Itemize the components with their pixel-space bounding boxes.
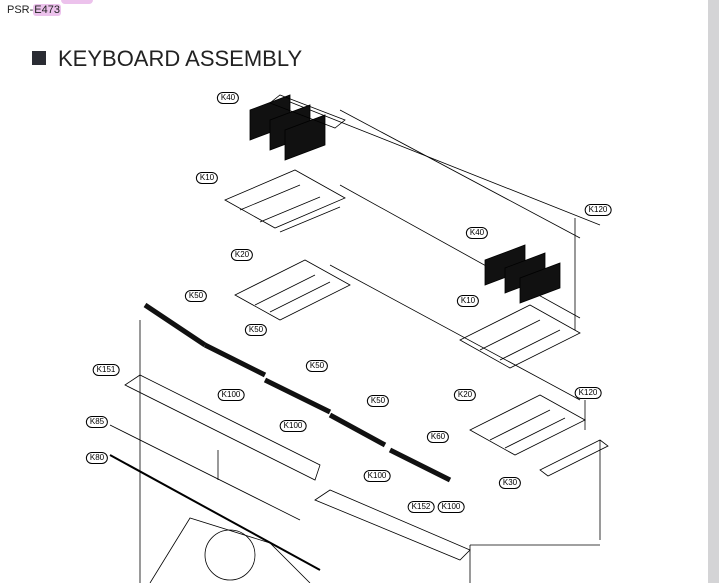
part-label: K30	[498, 477, 522, 489]
part-label: K10	[456, 295, 480, 307]
part-label: K100	[363, 470, 391, 482]
part-label: K40	[216, 92, 240, 104]
part-k50-strips	[143, 302, 452, 483]
part-label: K50	[366, 395, 390, 407]
part-k10-right	[459, 304, 581, 369]
part-label: K50	[305, 360, 329, 372]
part-label: K80	[85, 452, 109, 464]
page-title: KEYBOARD ASSEMBLY	[32, 46, 302, 72]
part-label: K100	[279, 420, 307, 432]
part-k40-top	[249, 94, 326, 161]
part-k20-right	[469, 394, 586, 456]
part-label: K60	[426, 431, 450, 443]
part-label: K40	[465, 227, 489, 239]
part-label: K100	[217, 389, 245, 401]
part-label: K20	[453, 389, 477, 401]
part-label: K50	[184, 290, 208, 302]
model-prefix: PSR-	[7, 4, 34, 16]
model-number: PSR-E473	[7, 4, 61, 16]
scrollbar-gutter	[708, 0, 719, 583]
part-k20-top	[234, 259, 351, 321]
part-k80	[109, 454, 321, 571]
part-k85	[109, 424, 301, 521]
part-label: K151	[92, 364, 120, 376]
part-label: K152	[407, 501, 435, 513]
part-label: K20	[230, 249, 254, 261]
part-k151	[124, 374, 321, 481]
part-label: K100	[437, 501, 465, 513]
part-k40-right	[484, 244, 561, 304]
part-k30	[539, 439, 609, 477]
guide-line	[339, 109, 581, 239]
model-suffix: E473	[33, 4, 61, 16]
part-label: K120	[574, 387, 602, 399]
part-label: K120	[584, 204, 612, 216]
highlight-mark	[61, 0, 93, 4]
part-label: K10	[195, 172, 219, 184]
part-k152	[314, 489, 471, 561]
part-k10-top	[224, 169, 346, 233]
bullet-square-icon	[32, 51, 46, 65]
bottom-case	[149, 517, 311, 583]
part-label: K50	[244, 324, 268, 336]
part-label: K85	[85, 416, 109, 428]
title-text: KEYBOARD ASSEMBLY	[58, 46, 303, 71]
